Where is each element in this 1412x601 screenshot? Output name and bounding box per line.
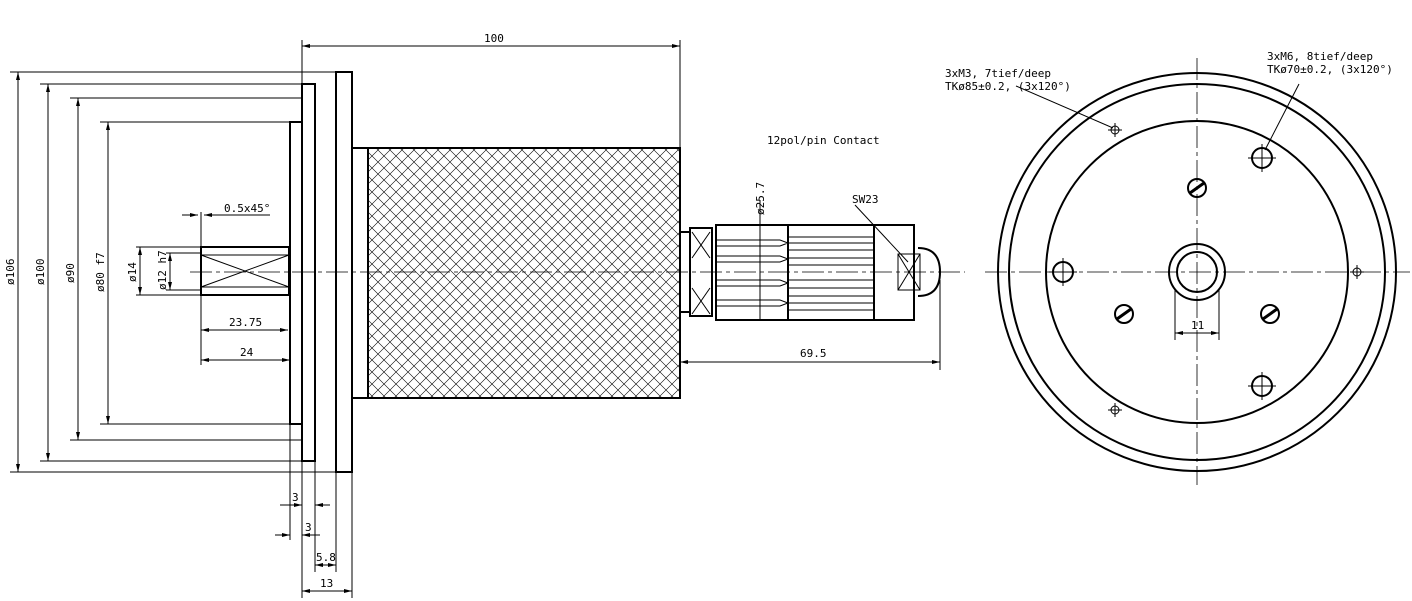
flange-plate <box>301 83 316 462</box>
shaft <box>200 246 290 296</box>
m6-note-line2: TKø70±0.2, (3x120°) <box>1267 63 1393 76</box>
slotted-screws <box>1114 178 1280 324</box>
dim-chamfer: 0.5x45° <box>224 202 270 215</box>
dim-d106: ø106 <box>4 259 17 286</box>
dim-d25-7: ø25.7 <box>754 182 767 215</box>
shaft-circle <box>1168 243 1226 301</box>
dim-d12: ø12 h7 <box>156 250 169 290</box>
centering-pilot <box>289 121 303 425</box>
dim-d14: ø14 <box>126 262 139 282</box>
dim-d100: ø100 <box>34 259 47 286</box>
dim-5-8: 5.8 <box>316 551 336 564</box>
m6-hole-crosses <box>1049 144 1276 400</box>
knurled-surface <box>368 149 679 397</box>
m3-note-line1: 3xM3, 7tief/deep <box>945 67 1051 80</box>
m6-note-line1: 3xM6, 8tief/deep <box>1267 50 1373 63</box>
m3-holes <box>1108 123 1364 417</box>
connector-label: 12pol/pin Contact <box>767 134 880 147</box>
dim-69-5: 69.5 <box>800 347 827 360</box>
sw-label: SW23 <box>852 193 879 206</box>
front-view: 3xM3, 7tief/deep TKø85±0.2, (3x120°) 3xM… <box>945 50 1410 485</box>
dim-11: 11 <box>1191 319 1204 332</box>
dim-13: 13 <box>320 577 333 590</box>
dim-d80: ø80 f7 <box>94 252 107 292</box>
dim-24: 24 <box>240 346 254 359</box>
side-view: ø106 ø100 ø90 ø80 f7 ø14 ø12 h7 0.5x45° … <box>4 32 965 598</box>
dimensions <box>10 40 941 598</box>
connector <box>679 224 942 321</box>
dim-23-75: 23.75 <box>229 316 262 329</box>
dim-d90: ø90 <box>64 263 77 283</box>
dim-100: 100 <box>484 32 504 45</box>
m3-note-line2: TKø85±0.2, (3x120°) <box>945 80 1071 93</box>
outer-flange-circle <box>997 72 1397 472</box>
dim-3a: 3 <box>292 491 299 504</box>
dim-3b: 3 <box>305 521 312 534</box>
